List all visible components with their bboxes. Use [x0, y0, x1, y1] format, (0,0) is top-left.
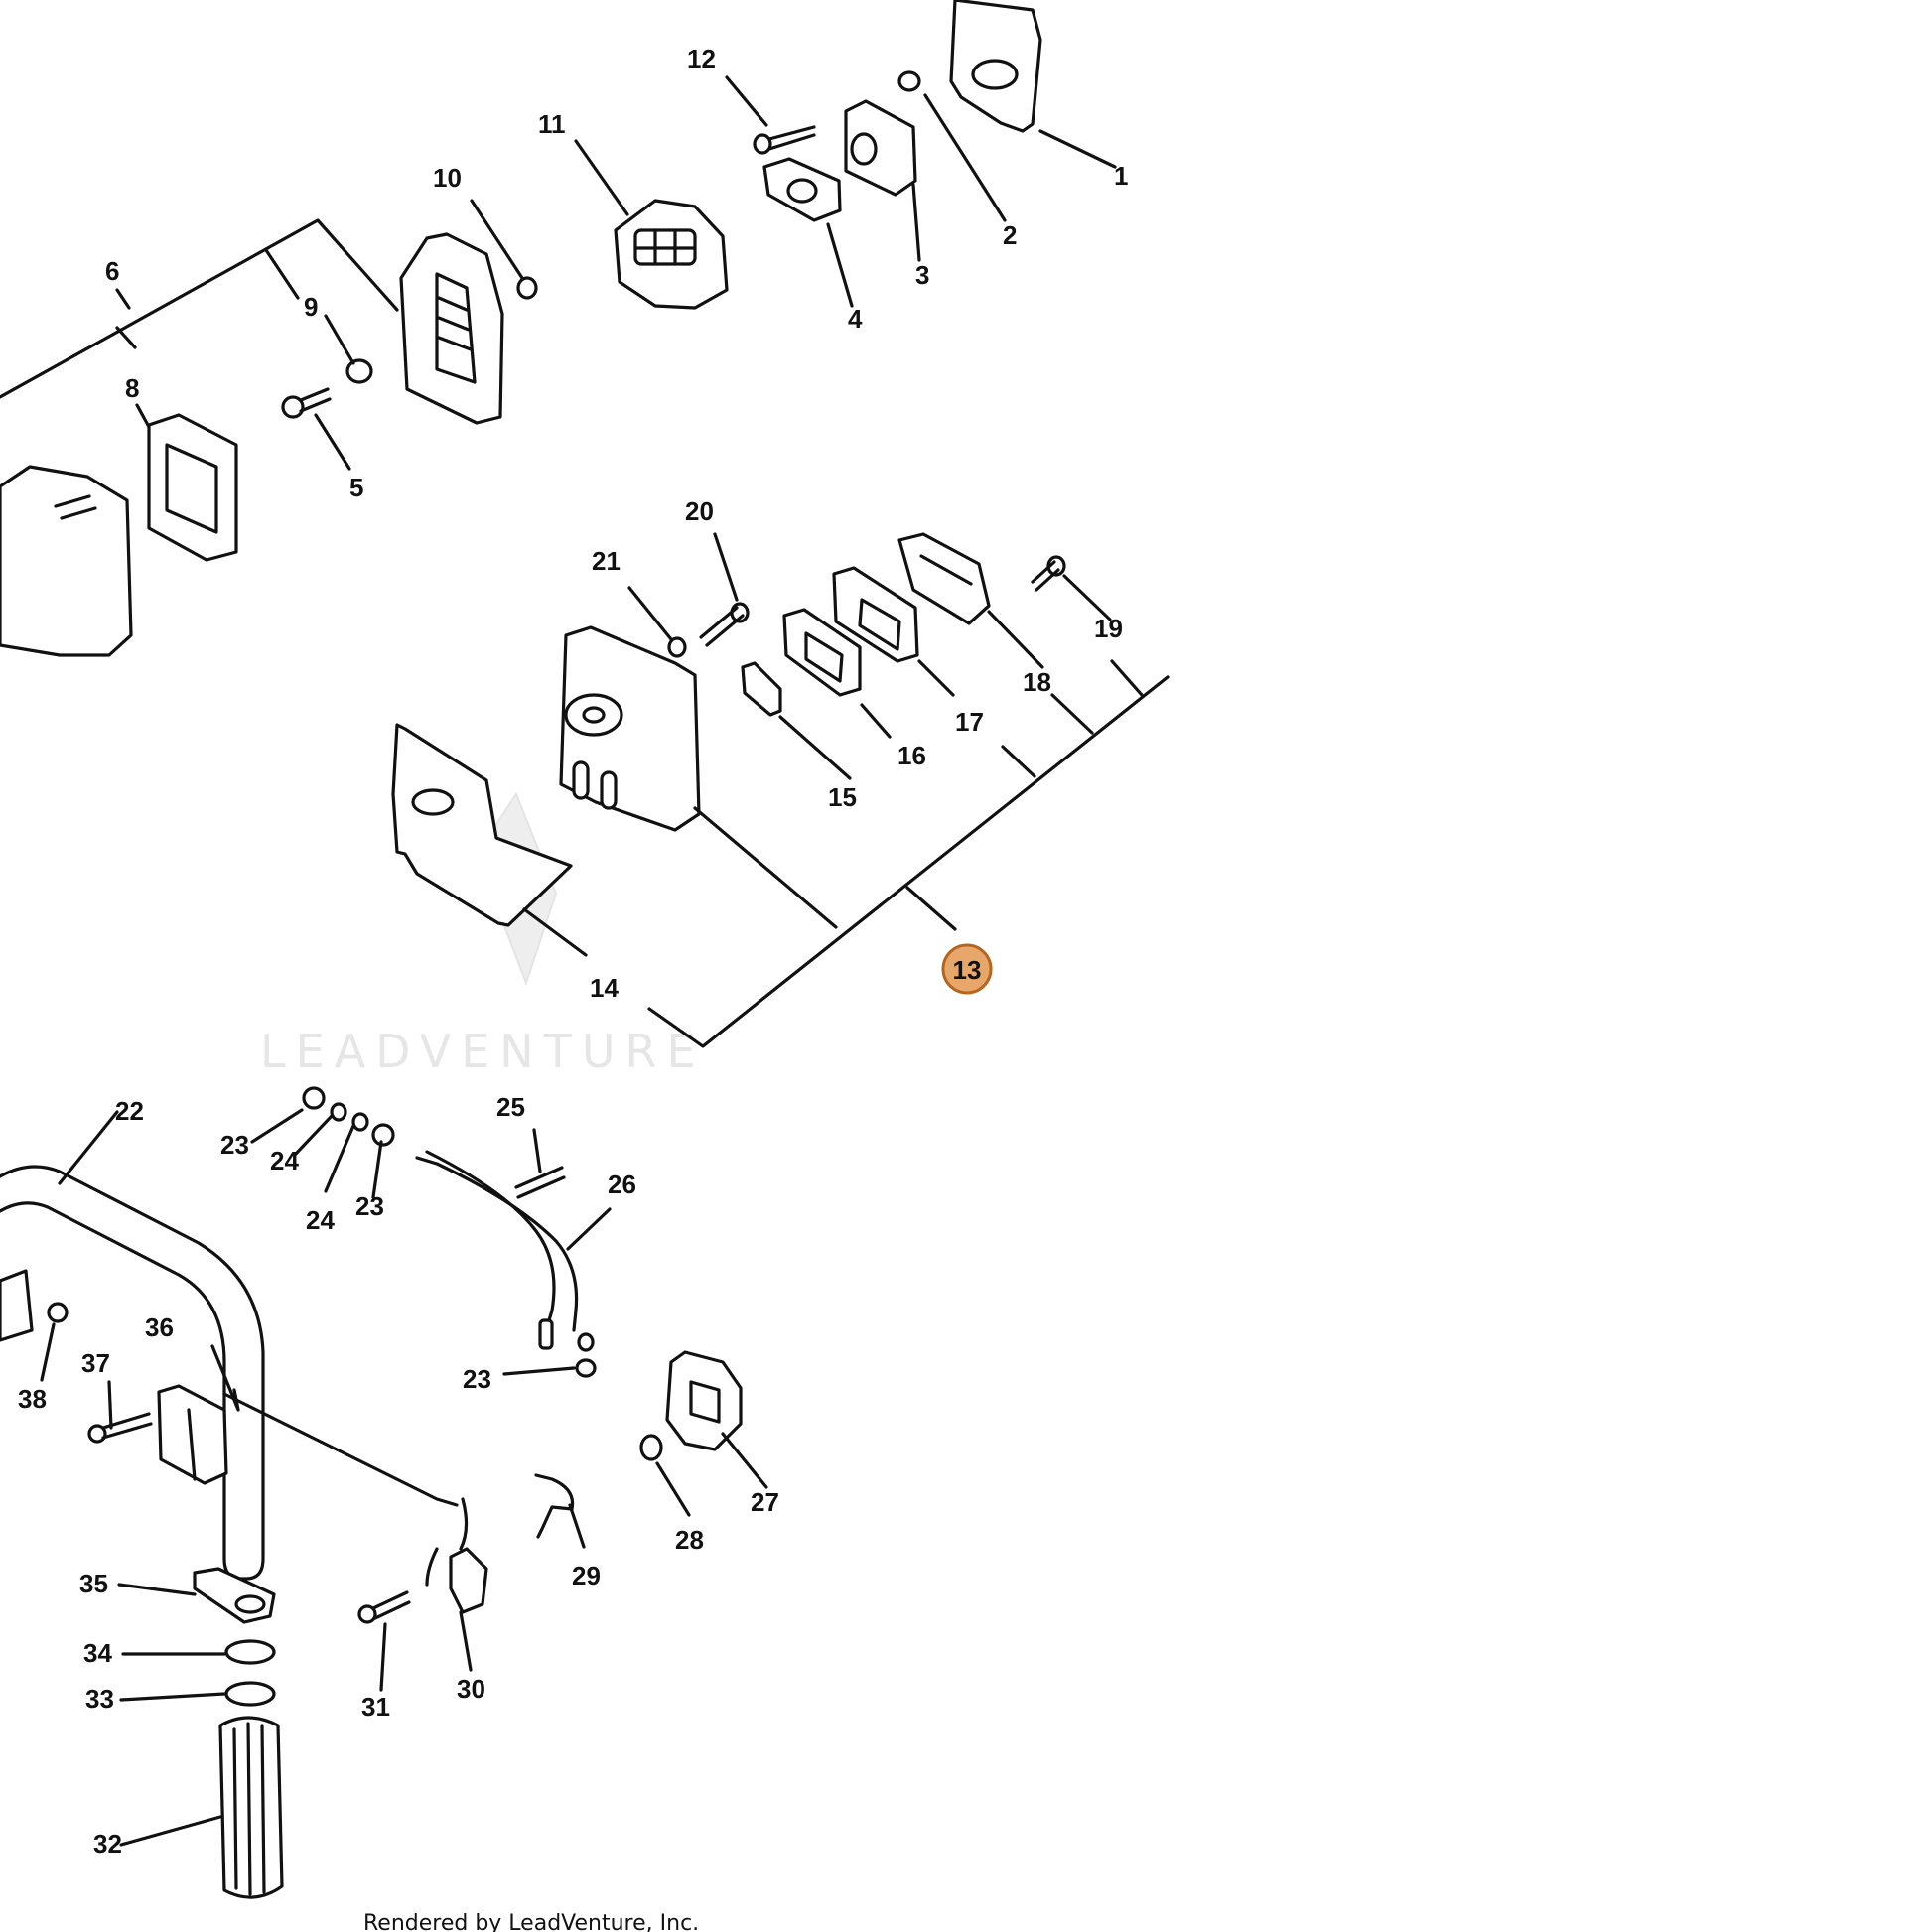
callout-23-c[interactable]: 23: [463, 1364, 491, 1394]
callout-24-a[interactable]: 24: [270, 1146, 299, 1175]
part-35-bracket: [193, 1567, 276, 1624]
callout-29[interactable]: 29: [572, 1561, 601, 1590]
part-16-gasket: [782, 608, 862, 697]
callout-25[interactable]: 25: [496, 1092, 525, 1122]
callout-19[interactable]: 19: [1094, 614, 1123, 643]
part-3-insulator: [844, 99, 917, 197]
watermark-text: LEADVENTURE: [260, 1025, 706, 1078]
part-24-washer-2: [351, 1112, 369, 1132]
callout-31[interactable]: 31: [361, 1692, 390, 1722]
part-6-air-filter-housing: [399, 232, 504, 425]
part-5-screw: [281, 387, 332, 419]
callout-16[interactable]: 16: [897, 741, 926, 770]
callout-35[interactable]: 35: [79, 1569, 108, 1598]
part-19-bolt: [1031, 555, 1066, 592]
callout-labels: 1 2 3 4 5 6 8 9 10 11 12 13 14 15 16 17 …: [18, 44, 1128, 1859]
part-29-lever: [534, 1473, 575, 1539]
part-8-air-filter: [147, 413, 238, 562]
part-13-bracket: [647, 659, 1170, 1048]
part-12-screw: [753, 125, 816, 155]
callout-23-b[interactable]: 23: [355, 1191, 384, 1221]
callout-33[interactable]: 33: [85, 1684, 114, 1714]
part-25-screw: [514, 1166, 566, 1199]
callout-26[interactable]: 26: [608, 1170, 636, 1199]
part-10-oring: [516, 276, 538, 300]
part-23-nut-2: [371, 1123, 395, 1147]
callout-34[interactable]: 34: [83, 1638, 112, 1668]
callout-23-a[interactable]: 23: [220, 1130, 249, 1160]
part-24-washer: [330, 1102, 347, 1122]
part-9-sleeve: [345, 358, 373, 384]
part-31-screw: [357, 1590, 411, 1624]
callout-6[interactable]: 6: [105, 256, 119, 286]
part-34-ring: [224, 1639, 276, 1665]
callout-10[interactable]: 10: [433, 163, 462, 193]
leader-lines: [40, 75, 1117, 1847]
callout-17[interactable]: 17: [955, 707, 984, 737]
callout-37[interactable]: 37: [81, 1348, 110, 1378]
part-38-nut: [0, 1269, 69, 1342]
footer-credit: Rendered by LeadVenture, Inc.: [363, 1911, 699, 1932]
part-15-plate: [741, 661, 782, 717]
part-23-nut: [302, 1086, 326, 1110]
callout-36[interactable]: 36: [145, 1312, 174, 1342]
callout-3[interactable]: 3: [915, 260, 929, 290]
callout-8[interactable]: 8: [125, 373, 139, 403]
part-37-screw: [87, 1412, 153, 1444]
callout-21[interactable]: 21: [592, 546, 621, 576]
callout-14[interactable]: 14: [590, 973, 619, 1003]
callout-2[interactable]: 2: [1003, 220, 1017, 250]
part-23-nut-3: [575, 1358, 597, 1378]
callout-30[interactable]: 30: [457, 1674, 485, 1704]
part-27-throttle-housing: [665, 1350, 743, 1451]
callout-5[interactable]: 5: [349, 473, 363, 502]
callout-22[interactable]: 22: [115, 1096, 144, 1126]
part-4-gasket: [762, 157, 842, 222]
muffler: [559, 625, 701, 832]
part-17-gasket: [832, 566, 919, 663]
callout-28[interactable]: 28: [675, 1525, 704, 1555]
part-1-gasket: [949, 0, 1042, 133]
callout-1[interactable]: 1: [1114, 161, 1128, 191]
part-32-grip: [218, 1716, 284, 1899]
part-33-washer: [224, 1681, 276, 1707]
part-36-clamp: [157, 1384, 228, 1485]
callout-27[interactable]: 27: [751, 1487, 779, 1517]
callout-9[interactable]: 9: [304, 292, 318, 322]
callout-32[interactable]: 32: [93, 1829, 122, 1859]
part-22-handle: [0, 1165, 265, 1581]
callout-11[interactable]: 11: [538, 109, 566, 139]
part-6-bracket: [0, 218, 399, 399]
part-11-carburetor: [614, 199, 729, 310]
callout-13-highlight[interactable]: 13: [941, 943, 993, 995]
callout-24-b[interactable]: 24: [306, 1205, 335, 1235]
callout-18[interactable]: 18: [1023, 667, 1051, 697]
part-28-spring: [639, 1434, 663, 1461]
callout-38[interactable]: 38: [18, 1384, 47, 1414]
callout-12[interactable]: 12: [687, 44, 716, 73]
callout-4[interactable]: 4: [848, 304, 863, 334]
callout-20[interactable]: 20: [685, 496, 714, 526]
callout-13[interactable]: 13: [953, 955, 982, 985]
part-30-switch: [425, 1497, 488, 1614]
part-20-bolt: [699, 602, 750, 647]
part-2-nut: [897, 70, 921, 92]
callout-15[interactable]: 15: [828, 782, 857, 812]
part-14-heat-shield: [391, 723, 573, 927]
part-21-washer: [667, 636, 687, 658]
part-18-cover: [897, 532, 991, 625]
part-7-cover: [0, 465, 133, 657]
highlight-circle: [941, 943, 993, 995]
part-26-throttle-cable: [415, 1150, 595, 1352]
